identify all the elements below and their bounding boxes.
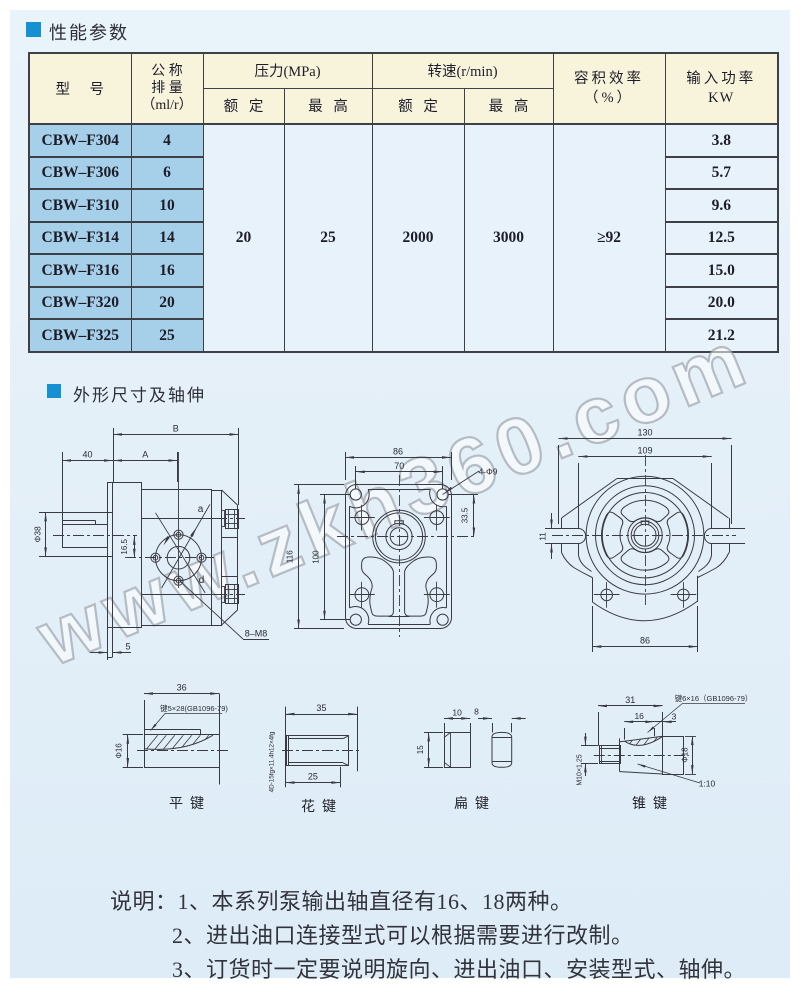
svg-text:扁键: 扁键 (454, 796, 496, 812)
svg-text:16.5: 16.5 (120, 538, 129, 554)
svg-text:1:10: 1:10 (699, 779, 716, 789)
svg-text:4-Φ9: 4-Φ9 (478, 467, 497, 477)
svg-text:15: 15 (416, 745, 425, 754)
svg-text:70: 70 (394, 461, 404, 471)
svg-text:11: 11 (539, 532, 548, 541)
svg-text:109: 109 (637, 446, 652, 456)
svg-text:8–M8: 8–M8 (245, 629, 268, 639)
svg-text:36: 36 (177, 683, 187, 693)
svg-text:4D-15fg×11.4h12×4fg: 4D-15fg×11.4h12×4fg (269, 731, 276, 792)
svg-text:86: 86 (640, 636, 650, 646)
svg-text:25: 25 (308, 772, 318, 782)
svg-text:d: d (199, 575, 205, 586)
svg-text:平键: 平键 (169, 796, 211, 812)
svg-text:33.5: 33.5 (461, 507, 470, 523)
svg-text:35: 35 (316, 703, 326, 713)
svg-text:Φ38: Φ38 (33, 526, 43, 543)
svg-text:M10×1.25: M10×1.25 (577, 754, 584, 785)
svg-text:花键: 花键 (301, 799, 343, 815)
svg-text:Φ16: Φ16 (115, 743, 124, 759)
svg-text:10: 10 (452, 707, 462, 717)
svg-text:5: 5 (125, 642, 130, 652)
svg-text:B: B (173, 423, 179, 433)
svg-text:16: 16 (634, 711, 644, 721)
svg-text:A: A (142, 450, 148, 460)
svg-text:键6×16（GB1096-79）: 键6×16（GB1096-79） (675, 693, 753, 703)
svg-text:100: 100 (312, 550, 321, 564)
svg-text:3: 3 (672, 712, 677, 722)
svg-text:116: 116 (286, 550, 295, 563)
svg-text:40: 40 (82, 450, 92, 460)
svg-text:31: 31 (625, 695, 635, 705)
svg-text:锥键: 锥键 (632, 796, 674, 812)
svg-text:a: a (198, 504, 204, 515)
svg-text:8: 8 (474, 707, 479, 717)
svg-text:键5×28(GB1096-79): 键5×28(GB1096-79) (160, 703, 228, 713)
svg-text:130: 130 (637, 428, 652, 438)
svg-text:Φ18: Φ18 (681, 747, 690, 763)
svg-text:86: 86 (393, 446, 403, 456)
